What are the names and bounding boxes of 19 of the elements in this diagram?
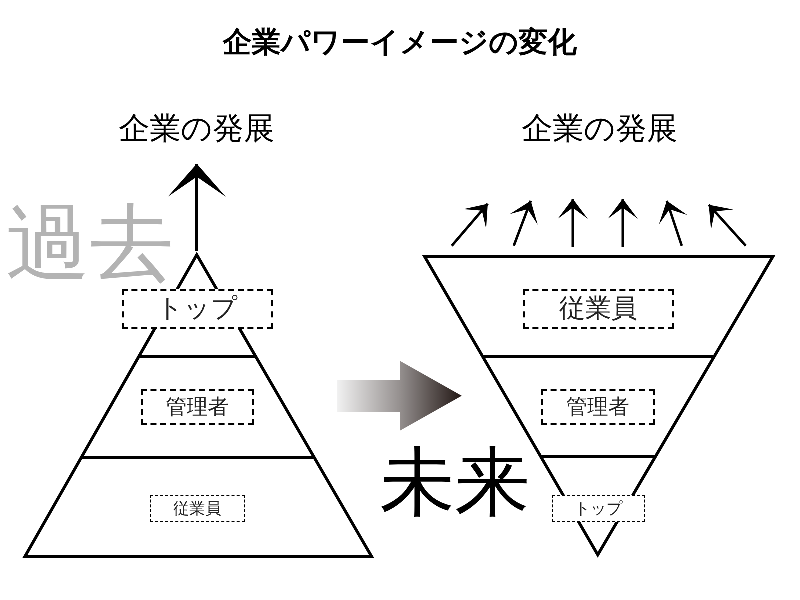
arrow xyxy=(451,203,489,247)
role-label: 従業員 xyxy=(523,289,674,329)
role-label: 管理者 xyxy=(541,389,655,425)
large-kanji-text: 未来 xyxy=(380,445,530,520)
role-label: トップ xyxy=(122,289,273,329)
role-label: 従業員 xyxy=(150,495,245,522)
arrow xyxy=(558,199,588,247)
arrow xyxy=(168,164,226,251)
title: 企業パワーイメージの変化 xyxy=(223,26,577,60)
arrow xyxy=(510,200,538,246)
role-label: トップ xyxy=(552,495,645,522)
arrow xyxy=(659,200,688,246)
goal-label: 企業の発展 xyxy=(119,112,275,148)
role-label: 管理者 xyxy=(141,389,254,425)
block-arrow xyxy=(337,361,462,431)
arrow xyxy=(608,199,638,247)
large-kanji-text: 過去 xyxy=(6,201,174,285)
goal-label: 企業の発展 xyxy=(522,112,678,148)
arrow xyxy=(708,204,747,247)
